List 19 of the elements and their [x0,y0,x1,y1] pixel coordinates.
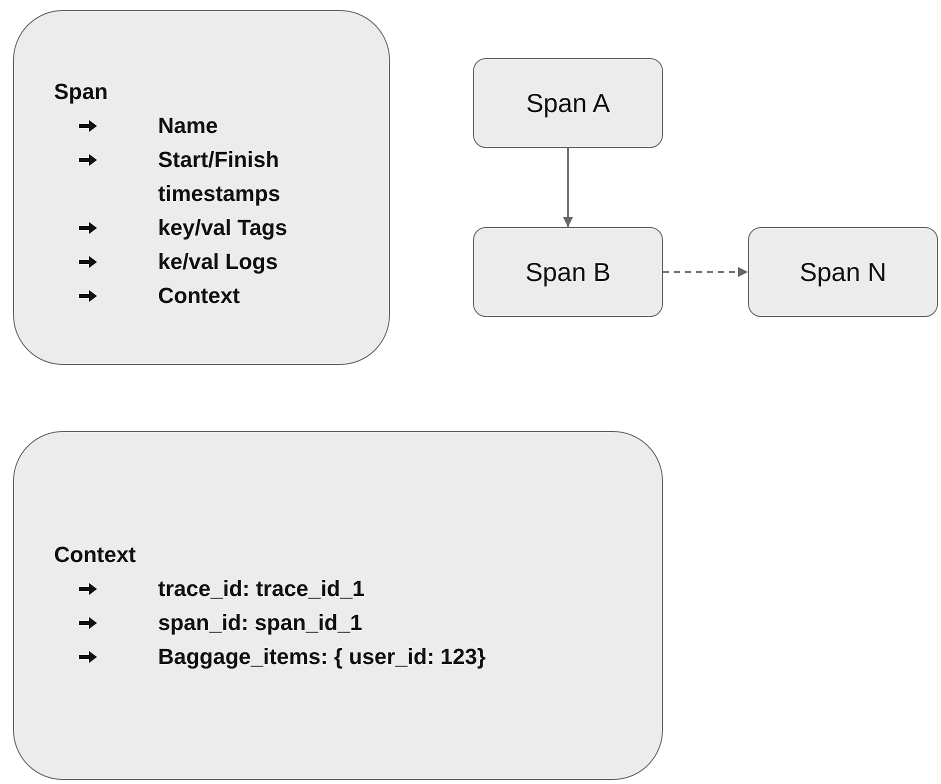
process-box [748,227,938,317]
card [13,10,390,365]
heading: Context [54,541,137,569]
heading: Span [54,78,109,106]
arrow [563,148,573,227]
box-label: Span N [800,256,886,288]
list-item: Baggage_items: { user_id: 123} [158,644,486,669]
list-item: key/val Tags [158,215,288,240]
list-item: span_id: span_id_1 [158,610,362,635]
list-item: ke/val Logs [158,249,278,274]
list-item: Name [158,113,218,138]
process-box [473,58,663,148]
process-box [473,227,663,317]
list-item: Context [158,283,240,308]
box-label: Span A [526,88,610,118]
box-label: Span B [525,256,611,288]
card [13,431,663,780]
list-item: trace_id: trace_id_1 [158,576,365,601]
arrow [663,267,748,277]
